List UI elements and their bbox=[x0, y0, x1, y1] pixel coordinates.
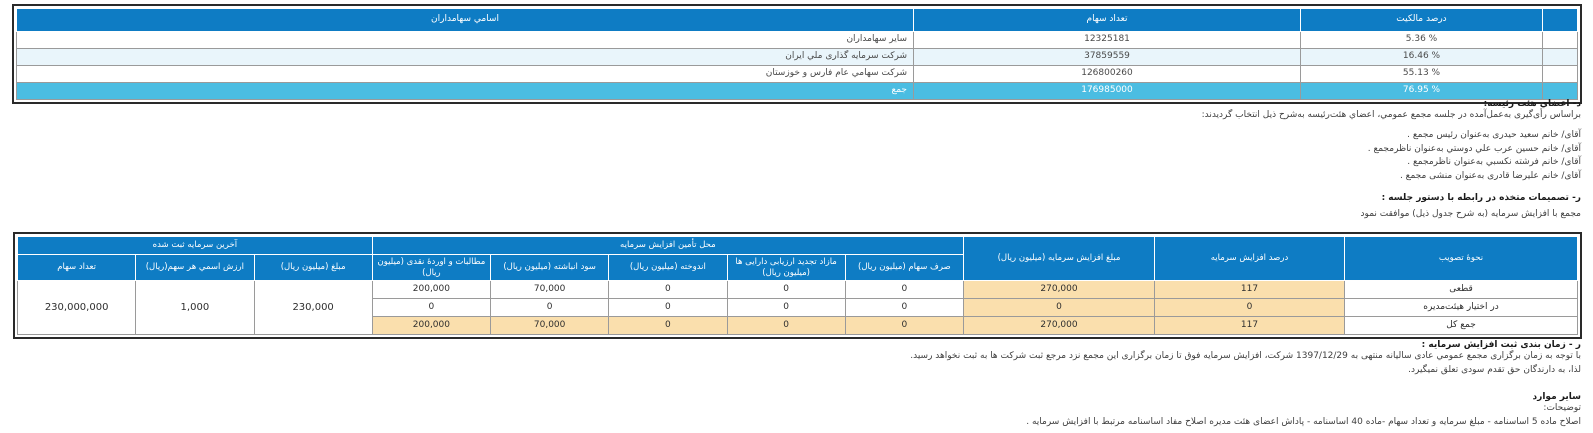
cell-reserve: 0 bbox=[608, 298, 728, 318]
cell-total-label: جمع کل bbox=[1344, 316, 1578, 336]
table-group-header-row: نحوۀ تصويب درصد افزايش سرمايه مبلغ افزاي… bbox=[17, 235, 1578, 282]
table-row: % 5.36 12325181 ساير سهامداران bbox=[16, 31, 1578, 49]
cell-total-increase-amount: 270,000 bbox=[963, 316, 1155, 336]
column-header-approval-method: نحوۀ تصويب bbox=[1344, 235, 1578, 282]
capital-increase-table: نحوۀ تصويب درصد افزايش سرمايه مبلغ افزاي… bbox=[16, 235, 1578, 336]
table-row: قطعی 117 270,000 0 0 0 70,000 200,000 23… bbox=[16, 280, 1578, 336]
table-total-row: % 76.95 176985000 جمع bbox=[16, 82, 1578, 100]
cell-nominal-value: 1,000 bbox=[135, 280, 255, 336]
decisions-section-heading: ر- تصميمات متخذه در رابطه با دستور جلسه … bbox=[1381, 193, 1581, 203]
column-header-registered-shares: تعداد سهام bbox=[16, 253, 137, 282]
cell-ownership-percent: % 55.13 bbox=[1300, 65, 1543, 83]
capital-table-head: نحوۀ تصويب درصد افزايش سرمايه مبلغ افزاي… bbox=[16, 235, 1578, 282]
cell-asset-revaluation: 0 bbox=[726, 280, 846, 300]
column-header-claims-and-cash: مطالبات و اوردۀ نقدی (ميليون ريال) bbox=[371, 253, 492, 282]
cell-share-premium: 0 bbox=[844, 298, 965, 318]
board-member-item: آقای/ خانم سعيد حيدری به‌عنوان رئيس مجمع… bbox=[1407, 130, 1581, 140]
cell-claims-and-cash: 200,000 bbox=[371, 280, 492, 300]
column-header-reserve: اندوخته (ميليون ريال) bbox=[608, 253, 728, 282]
board-member-item: آقای/ خانم حسين عرب علي دوستي به‌عنوان ن… bbox=[1367, 143, 1581, 154]
cell-claims-and-cash: 0 bbox=[371, 298, 492, 318]
row-spacer-cell bbox=[1542, 65, 1578, 83]
board-section: د- اعضاي هئت رئيسه: براساس رأی‌گيری به‌ع… bbox=[11, 99, 1581, 123]
column-header-increase-amount: مبلغ افزايش سرمايه (ميليون ريال) bbox=[963, 235, 1155, 282]
row-spacer-cell bbox=[1542, 48, 1578, 66]
decisions-section-intro: مجمع با افزايش سرمايه (به شرح جدول ذيل) … bbox=[1360, 209, 1581, 219]
total-label: جمع bbox=[16, 82, 914, 100]
other-matters-section: ساير موارد توضيحات: اصلاح ماده 5 اساسنام… bbox=[11, 392, 1581, 430]
board-member-item: آقای/ خانم عليرضا قادری به‌عنوان منشی مج… bbox=[1399, 170, 1581, 181]
cell-shareholder-name: شرکت سرمايه گذاری ملي ايران bbox=[16, 48, 914, 66]
column-header-increase-percent: درصد افزايش سرمايه bbox=[1154, 235, 1345, 282]
cell-increase-percent: 0 bbox=[1154, 298, 1345, 318]
cell-shareholder-name: شرکت سهامي عام فارس و خوزستان bbox=[16, 65, 914, 83]
cell-retained-earnings: 0 bbox=[489, 298, 610, 318]
column-header-share-premium: صرف سهام (ميليون ريال) bbox=[844, 253, 965, 282]
board-section-intro: براساس رأی‌گيری به‌عمل‌آمده در جلسه مجمع… bbox=[1201, 110, 1581, 120]
cell-total-asset-revaluation: 0 bbox=[726, 316, 846, 336]
cell-ownership-percent: % 5.36 bbox=[1300, 31, 1543, 49]
column-header-share-count: تعداد سهام bbox=[913, 8, 1301, 32]
timing-section-heading: ر - زمان بندی ثبت افزايش سرمايه : bbox=[1421, 340, 1581, 350]
cell-registered-shares: 230,000,000 bbox=[16, 280, 137, 336]
board-members-list: آقای/ خانم سعيد حيدری به‌عنوان رئيس مجمع… bbox=[11, 129, 1581, 183]
column-header-registered-amount: مبلغ (ميليون ريال) bbox=[253, 253, 373, 282]
row-spacer-cell bbox=[1542, 82, 1578, 100]
cell-total-increase-percent: 117 bbox=[1154, 316, 1345, 336]
row-spacer-cell bbox=[1542, 31, 1578, 49]
cell-share-count: 37859559 bbox=[913, 48, 1301, 66]
column-header-ownership-percent: درصد مالکيت bbox=[1300, 8, 1543, 32]
capital-table-body: قطعی 117 270,000 0 0 0 70,000 200,000 23… bbox=[16, 280, 1578, 336]
table-row: در اختيار هيئت‌مديره 0 0 0 0 0 0 0 bbox=[18, 298, 1578, 318]
cell-increase-amount: 270,000 bbox=[963, 280, 1155, 300]
table-header-row: درصد مالکيت تعداد سهام اسامي سهامداران bbox=[16, 8, 1578, 32]
cell-share-count: 12325181 bbox=[913, 31, 1301, 49]
cell-increase-percent: 117 bbox=[1154, 280, 1345, 300]
timing-section-line-1: با توجه به زمان برگزاری مجمع عمومي عادی … bbox=[910, 351, 1581, 361]
table-row: % 55.13 126800260 شرکت سهامي عام فارس و … bbox=[16, 65, 1578, 83]
column-header-spacer bbox=[1542, 8, 1578, 32]
shareholders-table-head: درصد مالکيت تعداد سهام اسامي سهامداران bbox=[16, 8, 1578, 32]
board-section-heading: د- اعضاي هئت رئيسه: bbox=[1483, 99, 1581, 109]
column-header-shareholder-names: اسامي سهامداران bbox=[16, 8, 914, 32]
table-total-row: جمع کل 117 270,000 0 0 0 70,000 200,000 bbox=[18, 316, 1578, 336]
column-header-asset-revaluation: مازاد تجديد ارزيابی دارايی ها (ميليون ري… bbox=[726, 253, 846, 282]
group-header-funding-sources: محل تأمين افزايش سرمايه bbox=[371, 236, 965, 255]
column-header-retained-earnings: سود انباشته (ميليون ريال) bbox=[489, 253, 610, 282]
other-matters-heading: ساير موارد bbox=[1532, 392, 1581, 402]
cell-retained-earnings: 70,000 bbox=[489, 280, 610, 300]
cell-increase-amount: 0 bbox=[963, 298, 1155, 318]
cell-total-retained-earnings: 70,000 bbox=[489, 316, 610, 336]
shareholders-table-container: درصد مالکيت تعداد سهام اسامي سهامداران %… bbox=[12, 4, 1582, 104]
shareholders-table-body: % 5.36 12325181 ساير سهامداران % 16.46 3… bbox=[16, 31, 1578, 100]
group-header-registered-capital: آخرين سرمايه ثبت شده bbox=[17, 236, 373, 255]
cell-total-claims-and-cash: 200,000 bbox=[371, 316, 492, 336]
cell-total-reserve: 0 bbox=[608, 316, 728, 336]
decisions-section: ر- تصميمات متخذه در رابطه با دستور جلسه … bbox=[11, 193, 1581, 222]
total-share-count: 176985000 bbox=[913, 82, 1301, 100]
column-header-nominal-value: ارزش اسمي هر سهم(ريال) bbox=[135, 253, 255, 282]
capital-increase-table-container: نحوۀ تصويب درصد افزايش سرمايه مبلغ افزاي… bbox=[13, 232, 1582, 340]
cell-asset-revaluation: 0 bbox=[726, 298, 846, 318]
board-member-item: آقای/ خانم فرشته نکسبي به‌عنوان ناظرمجمع… bbox=[1407, 157, 1581, 167]
other-matters-text: اصلاح ماده 5 اساسنامه - مبلغ سرمايه و تع… bbox=[1026, 416, 1581, 427]
cell-reserve: 0 bbox=[608, 280, 728, 300]
timing-section-line-2: لذا، به دارندگان حق تقدم سودی تعلق نميگي… bbox=[1408, 364, 1581, 375]
table-row: % 16.46 37859559 شرکت سرمايه گذاری ملي ا… bbox=[16, 48, 1578, 66]
table-header-row: صرف سهام (ميليون ريال) مازاد تجديد ارزيا… bbox=[16, 253, 1578, 282]
shareholders-table: درصد مالکيت تعداد سهام اسامي سهامداران %… bbox=[16, 8, 1578, 100]
cell-ownership-percent: % 16.46 bbox=[1300, 48, 1543, 66]
cell-share-premium: 0 bbox=[844, 280, 965, 300]
other-matters-sublabel: توضيحات: bbox=[1543, 403, 1581, 413]
cell-total-share-premium: 0 bbox=[844, 316, 965, 336]
cell-shareholder-name: ساير سهامداران bbox=[16, 31, 914, 49]
cell-registered-amount: 230,000 bbox=[253, 280, 373, 336]
total-ownership-percent: % 76.95 bbox=[1300, 82, 1543, 100]
timing-section: ر - زمان بندی ثبت افزايش سرمايه : با توج… bbox=[11, 340, 1581, 378]
cell-approval-method: در اختيار هيئت‌مديره bbox=[1344, 298, 1578, 318]
cell-share-count: 126800260 bbox=[913, 65, 1301, 83]
cell-approval-method: قطعی bbox=[1344, 280, 1578, 300]
